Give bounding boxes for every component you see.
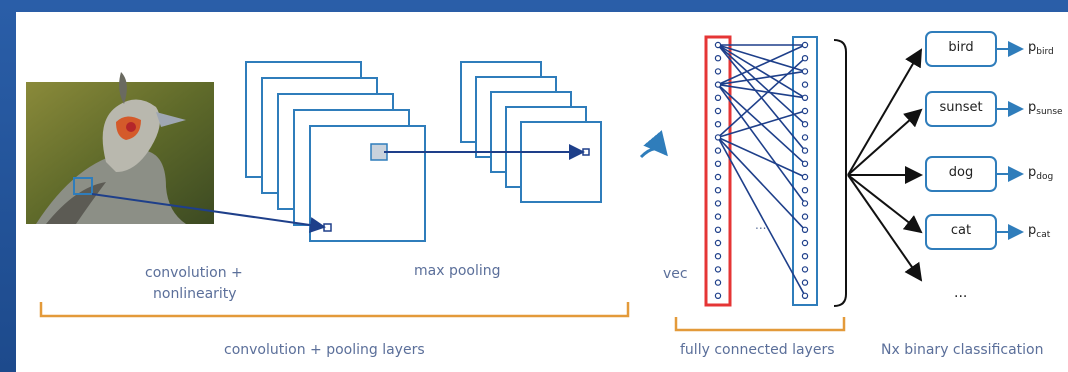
fc-connection <box>717 44 806 125</box>
hidden-node <box>801 120 809 128</box>
vec-node <box>714 173 722 181</box>
conv-arrow <box>91 193 326 233</box>
vec-node <box>714 147 722 154</box>
hidden-node <box>801 147 809 154</box>
vec-node <box>714 134 722 141</box>
convpool-bracket <box>39 302 630 318</box>
pooled-output-cell <box>582 148 590 156</box>
output-ellipsis: ... <box>954 285 968 301</box>
vec-node <box>714 279 722 286</box>
hidden-node <box>801 186 809 194</box>
hidden-node <box>801 226 809 233</box>
receptive-field-box <box>73 177 93 195</box>
vec-node <box>714 81 722 88</box>
vec-node <box>714 266 722 273</box>
prob-sunset: psunse <box>1028 100 1063 117</box>
vec-node <box>714 239 722 247</box>
class-sunset: sunset <box>939 100 983 115</box>
hidden-node <box>801 68 809 75</box>
vec-node <box>714 252 722 260</box>
pooled-feature-maps <box>460 61 602 203</box>
hidden-column <box>792 36 818 306</box>
fc-connection <box>717 83 806 99</box>
fc-orange-bracket <box>674 317 846 332</box>
fc-connection <box>717 110 806 139</box>
classification-arrows <box>847 48 923 282</box>
vec-node <box>714 41 722 49</box>
hidden-node <box>801 55 809 62</box>
vec-node <box>714 292 722 299</box>
label-convpool-layers: convolution + pooling layers <box>224 342 425 358</box>
hidden-node <box>801 107 809 115</box>
hidden-node <box>801 81 809 88</box>
vec-node <box>714 55 722 62</box>
fc-connections <box>717 44 806 297</box>
fc-connection <box>717 70 806 86</box>
vec-column <box>704 35 732 307</box>
fc-connection <box>717 136 806 231</box>
label-nonlinearity: nonlinearity <box>153 286 237 302</box>
fc-connection <box>717 137 806 297</box>
vec-node <box>714 107 722 115</box>
conv-output-cell <box>323 223 332 232</box>
hidden-node <box>801 266 809 273</box>
vec-node <box>714 226 722 233</box>
hidden-node <box>801 94 809 102</box>
output-arrows <box>996 41 1024 240</box>
hidden-node <box>801 213 809 220</box>
vec-nodes <box>714 41 722 299</box>
vec-node <box>714 186 722 194</box>
fc-connection <box>717 44 806 152</box>
fc-connection <box>717 44 806 86</box>
diagram-panel: convolution + nonlinearity max pooling c… <box>16 12 1068 372</box>
fc-connection <box>717 44 806 99</box>
cnn-diagram <box>26 31 1024 332</box>
fc-connection <box>717 136 806 178</box>
vec-node <box>714 68 722 75</box>
label-vec: vec <box>663 266 688 282</box>
label-max-pooling: max pooling <box>414 263 501 279</box>
fc-ellipsis: ... <box>755 218 767 232</box>
class-boxes <box>925 31 997 250</box>
fc-bracket <box>833 39 847 307</box>
hidden-node <box>801 252 809 260</box>
class-bird: bird <box>948 40 974 55</box>
label-nx-binary: Nx binary classification <box>881 342 1044 358</box>
bird-photo <box>26 72 214 224</box>
vec-node <box>714 160 722 167</box>
vec-node <box>714 120 722 128</box>
hidden-node <box>801 200 809 207</box>
vec-node <box>714 94 722 102</box>
prob-cat: pcat <box>1028 223 1051 240</box>
fc-connection <box>717 44 806 73</box>
class-dog: dog <box>948 165 974 180</box>
prob-dog: pdog <box>1028 165 1054 182</box>
flatten-arrow <box>639 130 668 159</box>
fc-connection <box>717 84 806 204</box>
hidden-node <box>801 279 809 286</box>
vec-node <box>714 200 722 207</box>
hidden-node <box>801 292 809 299</box>
label-fc-layers: fully connected layers <box>680 342 835 358</box>
class-cat: cat <box>950 223 972 238</box>
conv-feature-maps <box>245 61 426 242</box>
hidden-node <box>801 160 809 167</box>
vec-node <box>714 213 722 220</box>
hidden-node <box>801 173 809 181</box>
hidden-node <box>801 41 809 49</box>
hidden-node <box>801 134 809 141</box>
prob-bird: pbird <box>1028 40 1054 57</box>
label-convolution: convolution + <box>145 265 243 281</box>
hidden-nodes <box>801 41 809 299</box>
hidden-node <box>801 239 809 247</box>
